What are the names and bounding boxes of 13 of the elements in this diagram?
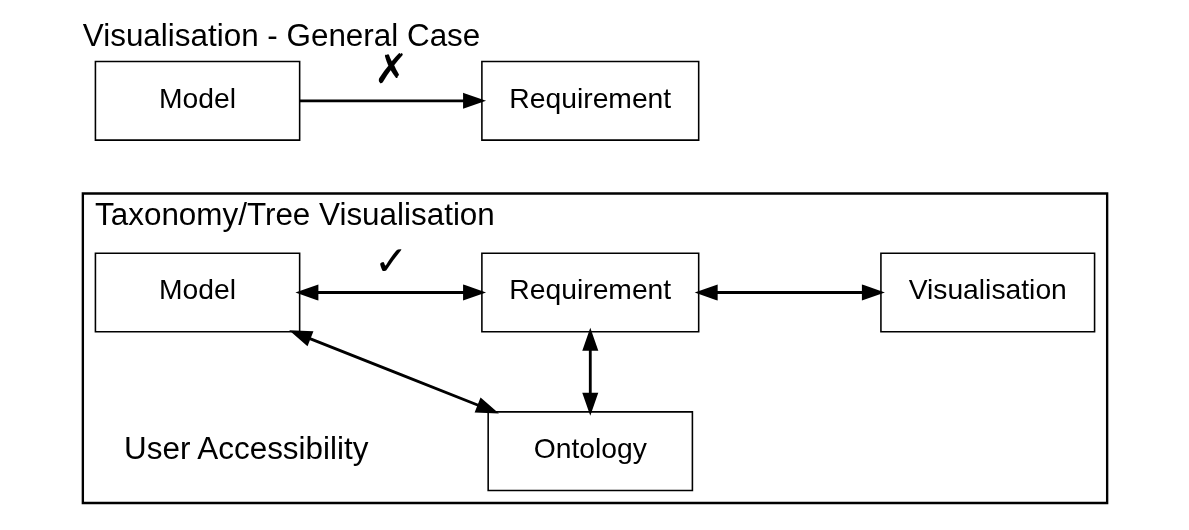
node-box: Model bbox=[94, 252, 300, 333]
node-box: Visualisation bbox=[879, 252, 1095, 333]
arrow bbox=[294, 284, 486, 301]
edge-label: ✓ bbox=[373, 237, 408, 284]
label: User Accessibility bbox=[123, 431, 368, 467]
node-box: Ontology bbox=[486, 411, 693, 492]
arrow bbox=[299, 92, 486, 109]
node-box: Model bbox=[94, 60, 300, 141]
arrow bbox=[581, 327, 598, 416]
node-box: Requirement bbox=[480, 60, 699, 141]
node-box: Requirement bbox=[480, 252, 699, 333]
arrow bbox=[288, 330, 499, 414]
arrow bbox=[694, 284, 885, 301]
